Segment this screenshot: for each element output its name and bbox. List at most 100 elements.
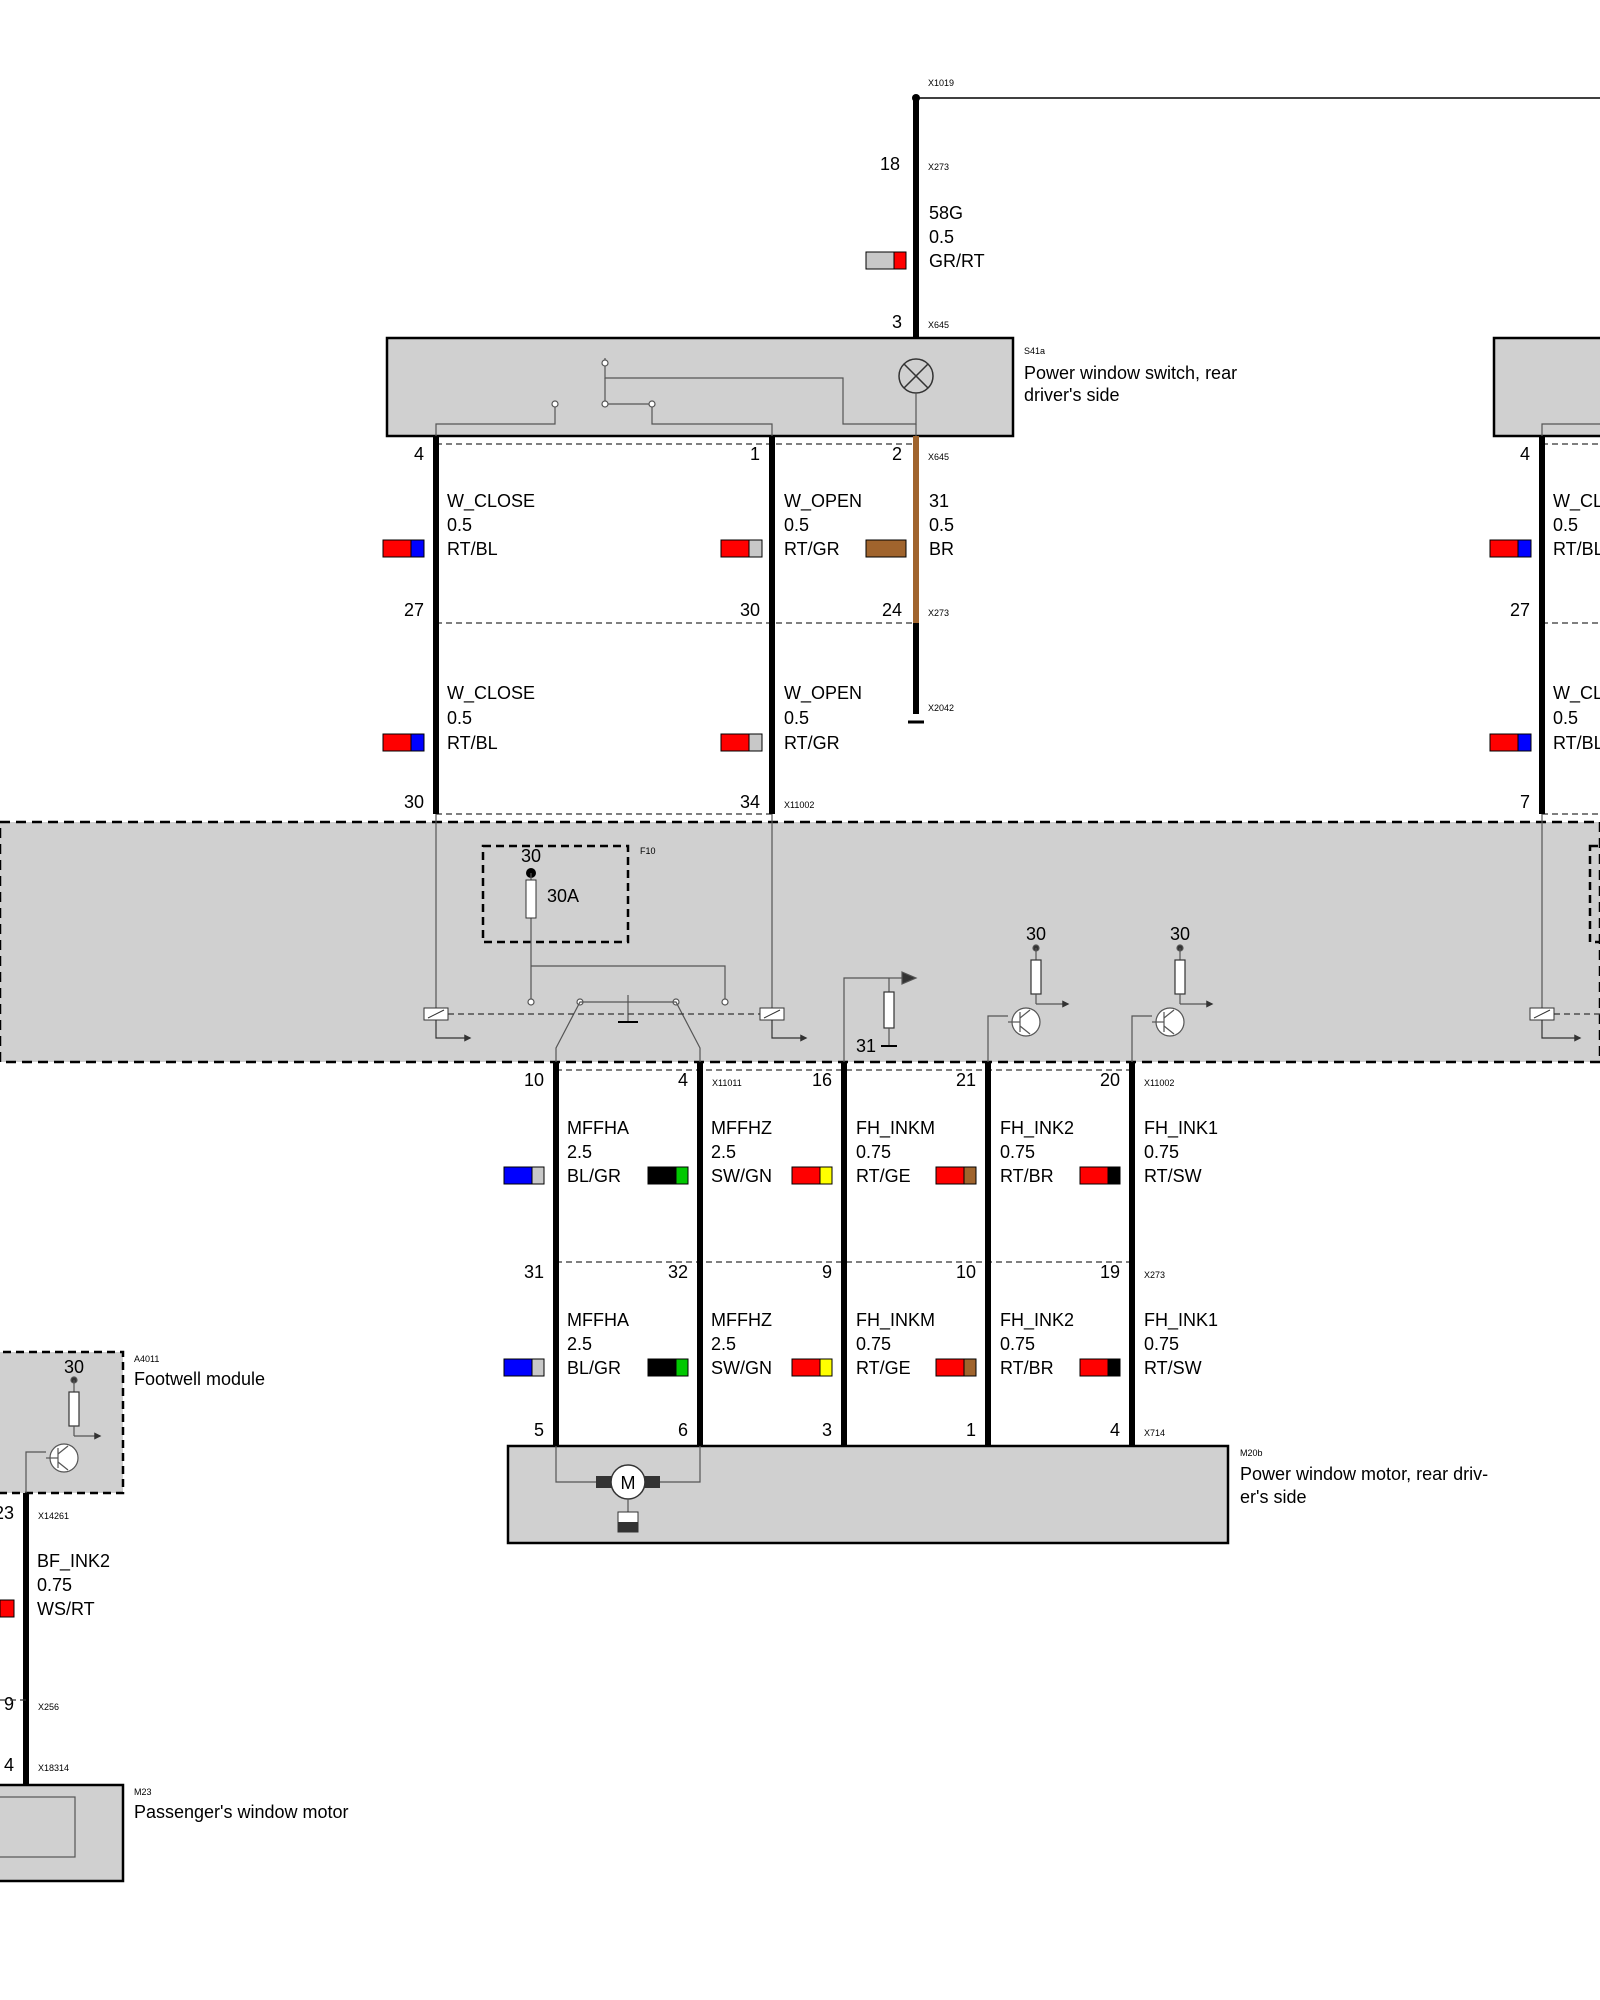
wire-w-close-2[interactable]: W_CLOSE 0.5 RT/BL 30 [382, 623, 535, 814]
swatch-stripe [819, 1358, 833, 1377]
wire-signal: W_CL [1553, 683, 1600, 704]
wire-fh-ink1-2[interactable]: FH_INK1 0.75 RT/SW 4 X714 [1079, 1262, 1218, 1446]
wire-color: RT/GE [856, 1166, 911, 1186]
wire-gauge: 0.75 [37, 1575, 72, 1595]
component-name-line2: er's side [1240, 1487, 1306, 1507]
pin-16: 16 [812, 1070, 832, 1090]
swatch-stripe [410, 733, 425, 752]
connector-x645-top: X645 [928, 320, 949, 330]
swatch-main [791, 1166, 821, 1185]
wire-w-close-1[interactable]: 4 W_CLOSE 0.5 RT/BL 27 [382, 436, 535, 623]
power-window-switch-s41a[interactable]: S41a Power window switch, rear driver's … [385, 336, 1237, 438]
wire-ground-31[interactable]: 2 X645 31 0.5 BR 24 X273 X2042 [865, 436, 954, 724]
switch-contacts-icon [435, 358, 917, 436]
swatch-main [382, 733, 412, 752]
swatch-main [1489, 733, 1519, 752]
swatch-main [865, 539, 907, 558]
wire-w-open-1[interactable]: 1 W_OPEN 0.5 RT/GR 30 [720, 436, 862, 623]
wire-mffha-2[interactable]: MFFHA 2.5 BL/GR 5 [503, 1262, 629, 1446]
swatch-main [503, 1166, 533, 1185]
wire-w-open-2[interactable]: W_OPEN 0.5 RT/GR 34 X11002 [720, 623, 862, 814]
power-window-motor-m20b[interactable]: M M20b Power window motor, rear driv- er… [506, 1444, 1488, 1545]
swatch-stripe [675, 1166, 689, 1185]
connector-x14261: X14261 [38, 1511, 69, 1521]
swatch-main [382, 539, 412, 558]
wire-fh-inkm-1[interactable]: 16 FH_INKM 0.75 RT/GE 9 [791, 1062, 935, 1282]
swatch-main [1079, 1358, 1109, 1377]
wire-color: SW/GN [711, 1166, 772, 1186]
wire-signal: 31 [929, 491, 949, 511]
connector-x273-top: X273 [928, 162, 949, 172]
wire-fh-ink1-1[interactable]: 20 X11002 FH_INK1 0.75 RT/SW 19 X273 [1079, 1062, 1218, 1282]
terminal-31: 31 [856, 1036, 876, 1056]
fuse-f10[interactable]: 30 30A F10 [481, 844, 656, 966]
wire-signal: FH_INK1 [1144, 1118, 1218, 1139]
wire-color: WS/RT [37, 1599, 95, 1619]
component-id: M23 [134, 1787, 152, 1797]
wire-color: RT/BL [447, 539, 498, 559]
component-name-line2: driver's side [1024, 385, 1119, 405]
wire-gauge: 2.5 [711, 1142, 736, 1162]
relay-wiring [527, 965, 729, 1062]
wire-right-close-2[interactable]: W_CL 0.5 RT/BL 7 [1489, 623, 1600, 814]
transistor-icon: 30 [25, 1357, 102, 1493]
wire-signal: BF_INK2 [37, 1551, 110, 1572]
pin-4: 4 [1520, 444, 1530, 464]
wire-mffhz-1[interactable]: 4 X11011 MFFHZ 2.5 SW/GN 32 [647, 1062, 772, 1282]
wire-color: RT/SW [1144, 1358, 1202, 1378]
pin-1: 1 [750, 444, 760, 464]
component-name-line1: Power window motor, rear driv- [1240, 1464, 1488, 1484]
swatch-stripe [1107, 1166, 1121, 1185]
pin-10: 10 [524, 1070, 544, 1090]
pin-9: 9 [822, 1262, 832, 1282]
fuse-terminal: 30 [521, 846, 541, 866]
swatch-main [1079, 1166, 1109, 1185]
wire-gauge: 0.75 [1144, 1334, 1179, 1354]
swatch-stripe [963, 1358, 977, 1377]
wire-signal: FH_INKM [856, 1310, 935, 1331]
passenger-window-motor-m23[interactable]: M23 Passenger's window motor [0, 1783, 349, 1883]
swatch-stripe [531, 1358, 545, 1377]
wire-gauge: 0.75 [856, 1334, 891, 1354]
pin-9: 9 [4, 1694, 14, 1714]
wire-fh-ink2-2[interactable]: FH_INK2 0.75 RT/BR 1 [935, 1262, 1074, 1446]
wire-fh-ink2-1[interactable]: 21 FH_INK2 0.75 RT/BR 10 [935, 1062, 1074, 1282]
swatch-stripe [675, 1358, 689, 1377]
connector-x256: X256 [38, 1702, 59, 1712]
wire-bf-ink2[interactable]: 23 X14261 BF_INK2 0.75 WS/RT 9 X256 4 X1… [0, 1493, 110, 1785]
swatch-stripe [1107, 1358, 1121, 1377]
connector-x273-low: X273 [1144, 1270, 1165, 1280]
pin-4: 4 [678, 1070, 688, 1090]
wire-gauge: 0.75 [1144, 1142, 1179, 1162]
wire-mffhz-2[interactable]: MFFHZ 2.5 SW/GN 6 [647, 1262, 772, 1446]
fuse-icon [525, 879, 537, 919]
pin-18: 18 [880, 154, 900, 174]
wire-color: RT/BL [1553, 539, 1600, 559]
swatch-main [865, 251, 895, 270]
wire-right-close-1[interactable]: 4 W_CL 0.5 RT/BL 27 [1489, 436, 1600, 623]
wire-mffha-1[interactable]: 10 MFFHA 2.5 BL/GR 31 [503, 1062, 629, 1282]
pin-3: 3 [892, 312, 902, 332]
wire-signal: MFFHZ [711, 1310, 772, 1330]
connector-x18314: X18314 [38, 1763, 69, 1773]
wire-signal: FH_INK1 [1144, 1310, 1218, 1331]
swatch-stripe [410, 539, 425, 558]
control-module[interactable]: 30 30A F10 [0, 814, 1600, 1064]
connector-x714: X714 [1144, 1428, 1165, 1438]
dashed-connector-lines [436, 443, 1600, 815]
wire-58g[interactable]: 18 X273 58G 0.5 GR/RT 3 X645 [865, 98, 985, 338]
wire-signal: W_CLOSE [447, 683, 535, 704]
swatch-stripe [963, 1166, 977, 1185]
pin-31: 31 [524, 1262, 544, 1282]
wire-signal: MFFHZ [711, 1118, 772, 1138]
wire-fh-inkm-2[interactable]: FH_INKM 0.75 RT/GE 3 [791, 1262, 935, 1446]
component-id: A4011 [134, 1354, 159, 1364]
wire-color: GR/RT [929, 251, 985, 271]
swatch-stripe [819, 1166, 833, 1185]
terminal-30: 30 [64, 1357, 84, 1377]
wire-signal: W_OPEN [784, 491, 862, 512]
wire-color: SW/GN [711, 1358, 772, 1378]
footwell-module-a4011[interactable]: A4011 Footwell module 30 [0, 1350, 265, 1495]
component-name: Passenger's window motor [134, 1802, 349, 1822]
wire-signal: FH_INK2 [1000, 1118, 1074, 1139]
